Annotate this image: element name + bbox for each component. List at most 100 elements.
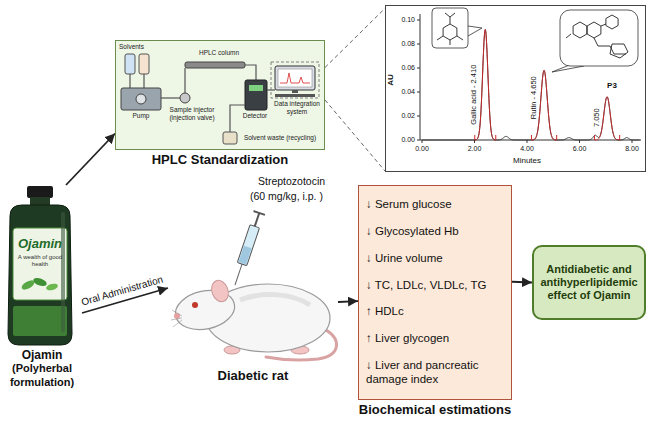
syringe-needle (235, 264, 242, 285)
plot-label: 0.10 (395, 16, 415, 25)
syringe-plunger (255, 213, 259, 226)
rat-figure: Diabetic rat (168, 225, 338, 365)
part-label: Streptozotocin (258, 175, 348, 188)
plot-label: 0.04 (395, 88, 415, 97)
syringe-fluid (239, 246, 252, 265)
part-label: HPLC column (190, 49, 248, 57)
plot-label: 8.00 (620, 145, 644, 154)
sugar-ring (610, 44, 628, 58)
edge-label: Oral Administration (80, 273, 164, 308)
benzene-ring (443, 24, 457, 40)
axis-tick (417, 116, 420, 117)
plot-label: 0.00 (410, 145, 434, 154)
hplc-instrument (121, 54, 319, 144)
peak-marker (556, 135, 557, 140)
box-heading: Ojamin (0, 348, 102, 362)
peak-marker (531, 135, 532, 140)
part-label: Solvent waste (recycling) (237, 134, 323, 142)
solvent-bottle (125, 54, 135, 74)
axis-tick (417, 20, 420, 21)
pump-symbol (121, 88, 161, 110)
structure-callout (432, 8, 468, 48)
box-text: ↓ Serum glucose (366, 198, 506, 212)
chromatogram-panel: AU 0.10 0.08 0.06 0.04 0.02 0.000.00 2.00 4.00 6.… (385, 5, 646, 172)
zoom-connector (325, 8, 385, 67)
box-text: ↓ TC, LDLc, VLDLc, TG (366, 279, 506, 293)
peak-marker (619, 135, 620, 140)
solvent-bottle (139, 54, 149, 74)
box-text: Antidiabetic and antihyperlipidemic effe… (538, 263, 640, 303)
monitor (275, 66, 315, 90)
panel-fill (115, 40, 325, 150)
injector-symbol (180, 93, 190, 103)
caption-area: HPLC Standardization (96, 152, 344, 168)
tube (184, 68, 185, 93)
plot-label: 0.06 (395, 64, 415, 73)
plot-label: 7.050 (592, 105, 601, 131)
box-heading: HPLC Standardization (96, 152, 344, 168)
hplc-illustration (115, 40, 325, 150)
syringe-handle (254, 211, 265, 215)
plot-label: 0.02 (395, 112, 415, 121)
flow-arrow (512, 281, 532, 284)
axis-tick (417, 44, 420, 45)
monitor-stand (292, 90, 298, 93)
axis-tick (417, 68, 420, 69)
peak-marker (495, 135, 496, 140)
plot-label: Rutin - 4.650 (529, 68, 538, 128)
part-label: Pump (121, 112, 161, 120)
rat-ear (209, 278, 232, 304)
plot-label: 6.00 (568, 145, 592, 154)
rat-whiskers (171, 310, 182, 327)
bottle-label (13, 228, 67, 300)
box-text: ↑ HDLc (366, 305, 506, 319)
hplc-panel: HPLC Standardization (115, 40, 325, 150)
y-axis (420, 14, 421, 140)
ring (606, 15, 618, 29)
tube (130, 74, 144, 88)
flow-arrow (66, 134, 115, 186)
detector-symbol (245, 80, 267, 110)
ring (587, 22, 601, 38)
rat-illustration (171, 211, 336, 360)
plot-label: 4.00 (515, 145, 539, 154)
bottle-band (13, 306, 67, 336)
leaf (45, 283, 58, 292)
zoom-line (325, 100, 385, 171)
part-label: (60 mg/kg, i.p. ) (250, 190, 350, 203)
caption-area: Ojamin(Polyherbal formulation) (0, 348, 102, 389)
flow-arrow (338, 300, 358, 303)
bottle-body (8, 205, 72, 345)
bottle-cap (27, 186, 53, 198)
zoom-frame (271, 62, 319, 98)
chromatogram-plot (417, 8, 641, 143)
caption-area: Biochemical estimations (339, 402, 531, 418)
plot-label: 0.08 (395, 40, 415, 49)
callout-tail (468, 26, 482, 36)
detector-display (249, 85, 263, 91)
plot-label: P3 (604, 81, 620, 91)
part-label: Detector (236, 112, 274, 120)
bottle-illustration (8, 186, 72, 345)
text-area: ↓ Serum glucose↓ Glycosylated Hb↓ Urine … (366, 192, 506, 393)
caption-area: Diabetic rat (148, 368, 358, 384)
syringe-barrel (237, 225, 259, 266)
axis-tick (632, 140, 633, 143)
part-label: Sample injector (injection valve) (163, 106, 221, 122)
tube (245, 65, 256, 80)
ring (573, 22, 587, 38)
box-text: ↓ Glycosylated Hb (366, 225, 506, 239)
box-text: ↑ Liver glycogen (366, 332, 506, 346)
structure-bonds (437, 13, 463, 45)
plot-label: 0.00 (395, 136, 415, 145)
part-label: Data integration system (270, 100, 324, 116)
plot-label: Minutes (502, 156, 552, 166)
results-box: ↓ Serum glucose↓ Glycosylated Hb↓ Urine … (358, 185, 512, 400)
structure-callout (560, 10, 638, 66)
plot-label: 2.00 (463, 145, 487, 154)
rat-nose (174, 313, 180, 319)
plot-label: Gallic acid - 2.410 (469, 53, 478, 137)
leaf (32, 276, 48, 287)
part-label: Ojamin (14, 236, 66, 252)
plot-label: AU (386, 72, 396, 88)
